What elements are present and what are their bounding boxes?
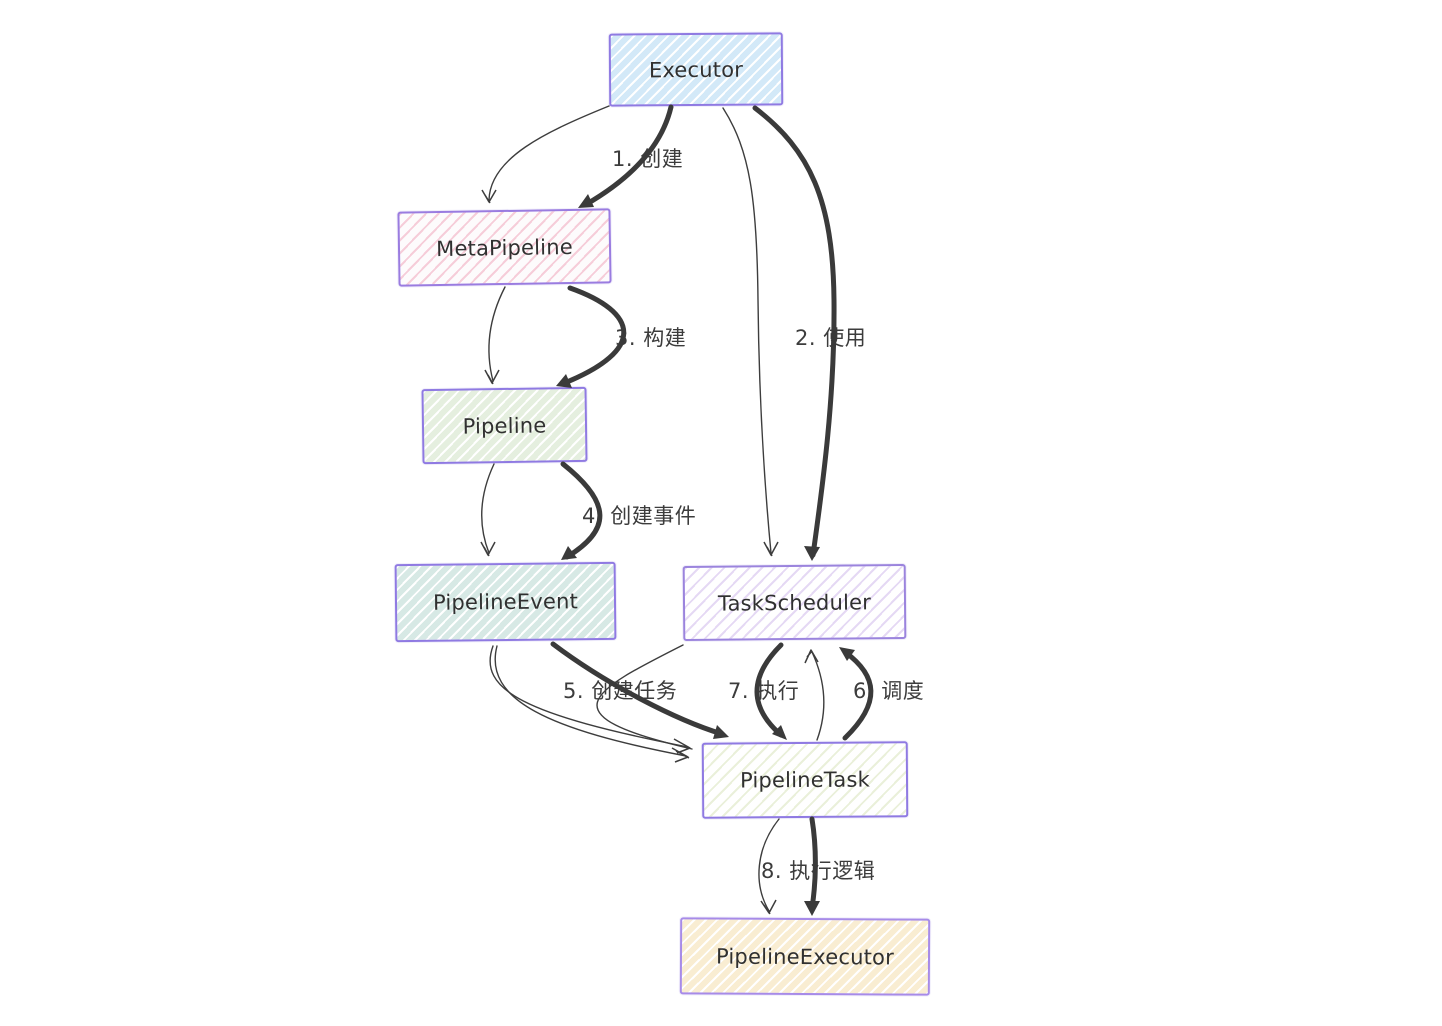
edge-7-thick-line[interactable] — [754, 642, 784, 738]
node-pipeline-executor-label: PipelineExecutor — [715, 944, 895, 969]
edge-label-1-create[interactable]: 1. 创建 — [612, 147, 684, 171]
edge-6-thick-line[interactable] — [842, 649, 874, 741]
edge-4-thick-line[interactable] — [560, 461, 603, 560]
edge-label-8-exec-logic[interactable]: 8. 执行逻辑 — [761, 859, 876, 883]
edge-3-thin-line[interactable] — [488, 286, 506, 382]
edge-1-thin-line[interactable] — [488, 105, 610, 201]
edge-6-thin-arrowhead-icon — [804, 649, 819, 664]
node-pipeline-task-label: PipelineTask — [739, 767, 871, 793]
node-meta-pipeline-label: MetaPipeline — [435, 234, 574, 261]
edge-5-thin-line-c[interactable] — [596, 644, 693, 750]
edge-5-thick-line[interactable] — [550, 641, 725, 737]
edge-3-thin-arrowhead-icon — [484, 369, 500, 385]
node-executor[interactable]: Executor — [608, 32, 784, 107]
edge-label-2-use[interactable]: 2. 使用 — [795, 326, 867, 350]
edge-1-thick-line[interactable] — [582, 104, 674, 208]
node-pipeline-task[interactable]: PipelineTask — [701, 741, 909, 819]
edge-4-thin-line[interactable] — [480, 463, 495, 554]
edge-5-thin-line-b[interactable] — [494, 645, 687, 757]
edge-6-thin-line[interactable] — [811, 651, 825, 741]
edge-1-thin-arrowhead-icon — [481, 189, 497, 204]
edge-3-arrowhead-icon — [556, 374, 572, 388]
edge-4-thin-arrowhead-icon — [480, 541, 496, 557]
node-pipeline-label: Pipeline — [462, 412, 547, 439]
edge-5-thin-line-a[interactable] — [489, 645, 689, 748]
edge-8-arrowhead-icon — [804, 901, 820, 916]
edge-label-6-schedule[interactable]: 6. 调度 — [853, 679, 925, 703]
edge-label-7-execute[interactable]: 7. 执行 — [728, 679, 800, 703]
node-pipeline-executor[interactable]: PipelineExecutor — [679, 917, 931, 996]
edge-3-thick-line[interactable] — [559, 285, 627, 387]
edge-label-3-build[interactable]: 3. 构建 — [615, 326, 687, 350]
edge-8-thin-arrowhead-icon — [760, 899, 777, 915]
edge-5-thin-arrowhead-b-icon — [671, 747, 690, 763]
node-pipeline[interactable]: Pipeline — [421, 386, 588, 465]
edge-8-thin-line[interactable] — [758, 818, 780, 912]
edge-6-arrowhead-icon — [839, 647, 855, 661]
edge-8-thick-line[interactable] — [809, 816, 818, 911]
node-pipeline-event[interactable]: PipelineEvent — [394, 561, 617, 643]
edge-2-thin-arrowhead-icon — [763, 541, 779, 557]
edge-label-5-create-task[interactable]: 5. 创建任务 — [563, 679, 678, 703]
node-pipeline-event-label: PipelineEvent — [432, 589, 579, 615]
edge-5-arrowhead-icon — [713, 725, 729, 739]
edge-2-arrowhead-icon — [804, 546, 820, 561]
node-executor-label: Executor — [648, 57, 744, 82]
node-task-scheduler[interactable]: TaskScheduler — [682, 564, 907, 641]
edge-2-thin-line[interactable] — [722, 107, 772, 554]
edge-1-arrowhead-icon — [578, 194, 594, 208]
edge-7-arrowhead-icon — [772, 725, 787, 740]
edge-2-thick-line[interactable] — [752, 105, 837, 558]
node-meta-pipeline[interactable]: MetaPipeline — [397, 208, 612, 287]
node-task-scheduler-label: TaskScheduler — [717, 589, 872, 616]
edge-4-arrowhead-icon — [561, 546, 577, 560]
